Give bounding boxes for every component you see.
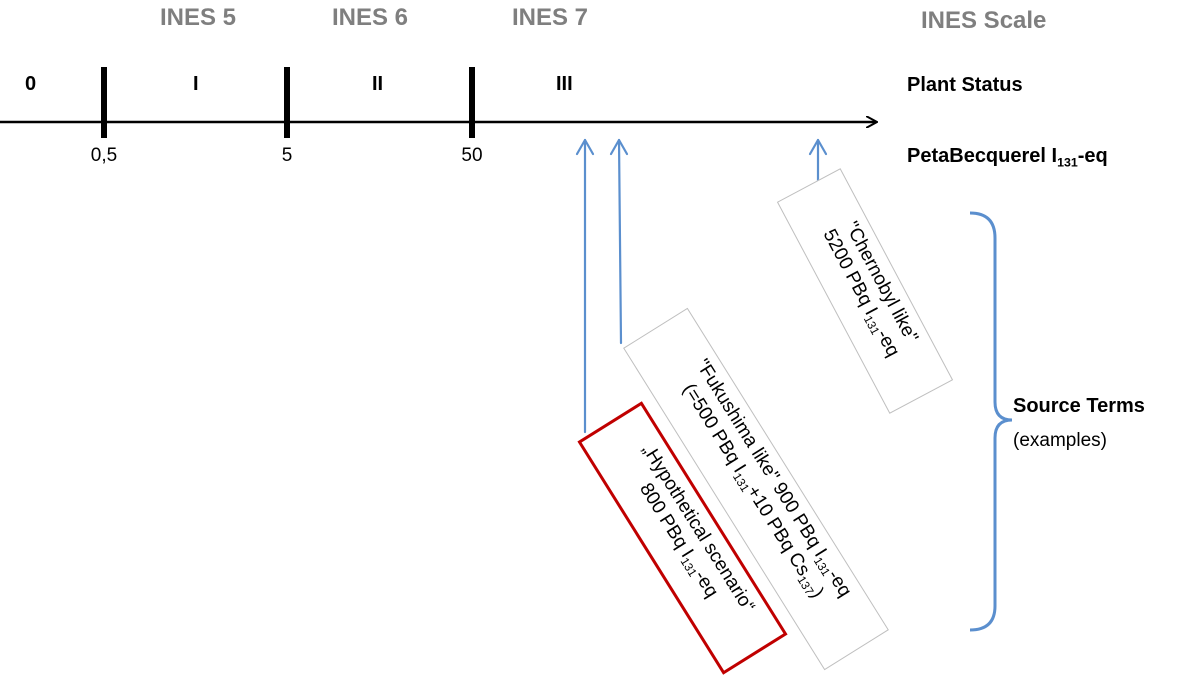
chernobyl-arrowhead [808,138,828,156]
plant-status-i: I [193,73,199,95]
tick-label-5: 5 [281,145,293,166]
axis-unit-label: PetaBecquerel I131-eq [907,145,1108,169]
tick-label-50: 50 [461,145,483,166]
source-terms-label: Source Terms [1013,395,1145,417]
source-terms-brace [969,211,1013,632]
axis-unit-suffix: -eq [1077,145,1108,167]
axis-unit-text: PetaBecquerel I [907,145,1058,167]
ines-scale-title: INES Scale [921,7,1047,34]
axis-unit-sub: 131 [1057,155,1078,170]
ines-7-label: INES 7 [512,4,589,31]
fukushima-arrowhead [609,138,629,156]
ines-5-label: INES 5 [160,4,237,31]
hypothetical-arrowhead [575,138,595,156]
tick-label-0-5: 0,5 [90,145,118,166]
ines-6-label: INES 6 [332,4,409,31]
plant-status-0: 0 [25,73,37,95]
fukushima-arrow [617,138,623,345]
plant-status-label: Plant Status [907,74,1023,96]
plant-status-ii: II [372,73,384,95]
plant-status-iii: III [556,73,573,95]
source-terms-sublabel: (examples) [1013,430,1107,451]
